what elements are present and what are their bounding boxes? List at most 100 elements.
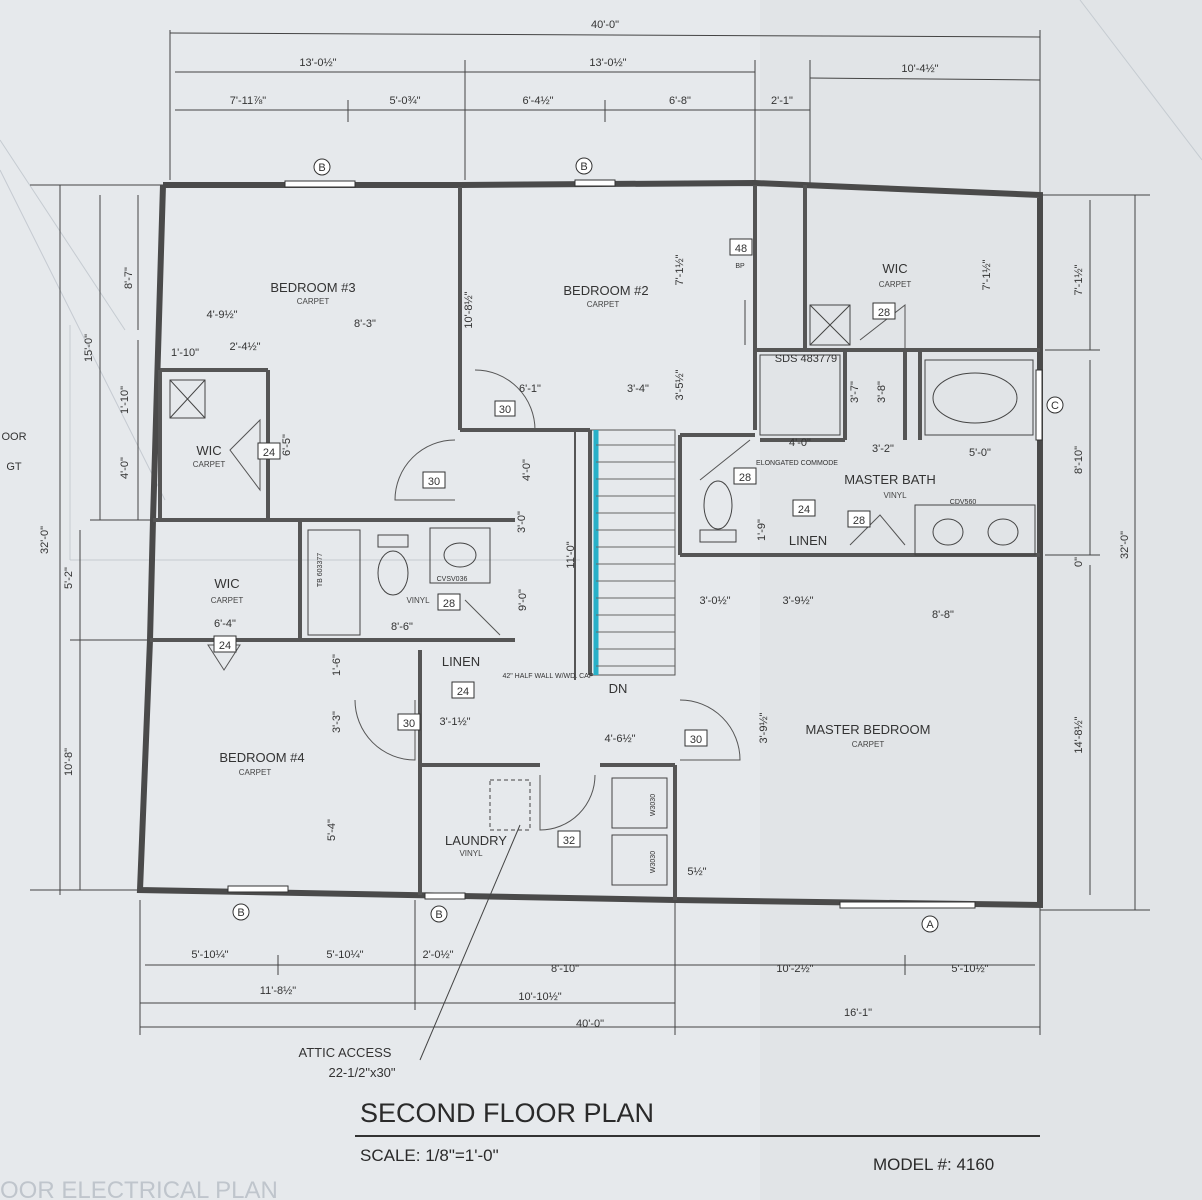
master-toilet — [703, 480, 733, 530]
title-block: SECOND FLOOR PLAN SCALE: 1/8"=1'-0" MODE… — [0, 1098, 1040, 1200]
material-hall-bath: VINYL — [406, 596, 430, 605]
material-bedroom3: CARPET — [297, 297, 330, 306]
dim-mbr-c: 8'-8" — [932, 609, 954, 621]
dim-mb-e: 5'-0" — [969, 447, 991, 459]
dim-left-108: 10'-8" — [63, 748, 75, 776]
material-wic-bedroom3: CARPET — [193, 460, 226, 469]
door-tag-master-bath: 28 — [853, 515, 865, 527]
dim-b3-a: 4'-9½" — [206, 309, 237, 321]
dim-bot-5: 10'-2½" — [776, 963, 813, 975]
window-tag-circle — [575, 157, 593, 175]
dim-top-a: 13'-0½" — [299, 57, 336, 69]
material-wic-bedroom4: CARPET — [211, 596, 244, 605]
label-tub-model: TB 603377 — [317, 553, 324, 587]
dim-mbr-b: 3'-9½" — [782, 595, 813, 607]
window-b-laundry — [424, 892, 466, 900]
model-number: MODEL #: 4160 — [873, 1155, 994, 1174]
dim-bot-9: 16'-1" — [844, 1007, 872, 1019]
label-laundry: LAUNDRY — [445, 833, 507, 848]
master-tub — [924, 359, 1034, 436]
door-tag-master: 30 — [690, 734, 702, 746]
window-b-bedroom4 — [227, 885, 289, 893]
door-tag-laundry: 32 — [563, 835, 575, 847]
label-linen-hall: LINEN — [442, 654, 480, 669]
door-tag-wic-master: 28 — [878, 307, 890, 319]
dim-bot-6: 5'-10½" — [951, 963, 988, 975]
dim-top-1: 7'-11⅞" — [230, 95, 266, 107]
plan-scale: SCALE: 1/8"=1'-0" — [360, 1146, 499, 1165]
label-washer-model: W3030 — [650, 851, 657, 873]
dim-left-110: 1'-10" — [119, 386, 131, 414]
door-tag-b4: 30 — [403, 718, 415, 730]
interior-walls — [150, 185, 1040, 900]
dim-wic-h: 6'-5" — [281, 434, 293, 456]
dim-mb-c: 4'-0" — [789, 437, 811, 449]
chase-master-wic — [809, 304, 851, 346]
dim-linen-a: 1'-6" — [331, 654, 343, 676]
window-tag-circle — [313, 158, 331, 176]
dim-b4-b: 5'-4" — [326, 819, 338, 841]
dim-linen-b: 3'-1½" — [439, 716, 470, 728]
dim-hall-b: 3'-0" — [516, 511, 528, 533]
window-tag-circle — [232, 903, 250, 921]
label-wic-bedroom3: WIC — [196, 443, 221, 458]
dim-wic4-a: 6'-4" — [214, 618, 236, 630]
label-dryer-model: W3030 — [650, 794, 657, 816]
label-stairs-down: DN — [609, 681, 628, 696]
dim-b3-d: 2'-4½" — [229, 341, 260, 353]
dim-mb-b: 3'-8" — [876, 381, 888, 403]
door-tag-wic3: 24 — [263, 447, 275, 459]
plan-title: SECOND FLOOR PLAN — [360, 1098, 654, 1128]
dim-left-15: 15'-0" — [83, 334, 95, 362]
dim-left-87: 8'-7" — [123, 267, 135, 289]
window-tag-circle — [1046, 396, 1064, 414]
door-tag-linen: 24 — [457, 686, 469, 698]
master-shower — [759, 354, 841, 436]
label-side-gt: GT — [6, 461, 22, 473]
window-tag-circle — [921, 915, 939, 933]
window-tags: B B B B A C — [232, 157, 1064, 933]
dim-bot-3: 2'-0½" — [422, 949, 453, 961]
material-laundry: VINYL — [459, 849, 483, 858]
label-half-wall: 42" HALF WALL W/WD. CAP — [502, 673, 593, 680]
dim-mb-a: 3'-7" — [849, 381, 861, 403]
door-tag-linen-master: 24 — [798, 504, 810, 516]
vanity-hall-bath — [429, 527, 491, 584]
sink-hall-bath — [443, 542, 477, 568]
door-tag-bp: 48 — [735, 243, 747, 255]
master-toilet-tank — [699, 529, 737, 543]
label-master-vanity-model: CDV560 — [950, 499, 977, 506]
tub-hall-bath — [307, 529, 361, 636]
dim-hall-c: 9'-0" — [517, 589, 529, 611]
dimension-lines — [30, 30, 1150, 1035]
chase-bedroom3 — [169, 379, 206, 419]
dim-mbr-a: 3'-0½" — [699, 595, 730, 607]
window-a-master — [839, 901, 976, 909]
window-c-bath — [1035, 369, 1043, 441]
window-tag-b1: B — [318, 162, 325, 174]
label-bedroom3: BEDROOM #3 — [270, 280, 355, 295]
dim-right-32: 32'-0" — [1119, 531, 1131, 559]
door-tag-b3: 30 — [428, 476, 440, 488]
label-master-bedroom: MASTER BEDROOM — [806, 722, 931, 737]
dim-mb-f: 1'-9" — [756, 519, 768, 541]
dim-bot-2: 5'-10¼" — [326, 949, 363, 961]
dim-top-3: 6'-4½" — [522, 95, 553, 107]
toilet-tank-hall-bath — [377, 534, 409, 548]
dim-top-5: 2'-1" — [771, 95, 793, 107]
window-tag-a: A — [926, 919, 934, 931]
dim-b2-b: 6'-1" — [519, 383, 541, 395]
label-linen-master: LINEN — [789, 533, 827, 548]
dim-b3-e: 10'-8½" — [463, 291, 475, 328]
window-tag-b4: B — [435, 909, 442, 921]
dim-right-0: 0" — [1073, 557, 1085, 567]
dim-top-b: 13'-0½" — [589, 57, 626, 69]
window-b-bedroom3 — [284, 180, 356, 188]
label-elongated-commode: ELONGATED COMMODE — [756, 460, 838, 467]
window-tag-c: C — [1051, 400, 1059, 412]
dim-bot-4: 8'-10" — [551, 963, 579, 975]
material-master-bedroom: CARPET — [852, 740, 885, 749]
window-b-bedroom2 — [574, 179, 616, 187]
master-vanity — [914, 504, 1036, 556]
